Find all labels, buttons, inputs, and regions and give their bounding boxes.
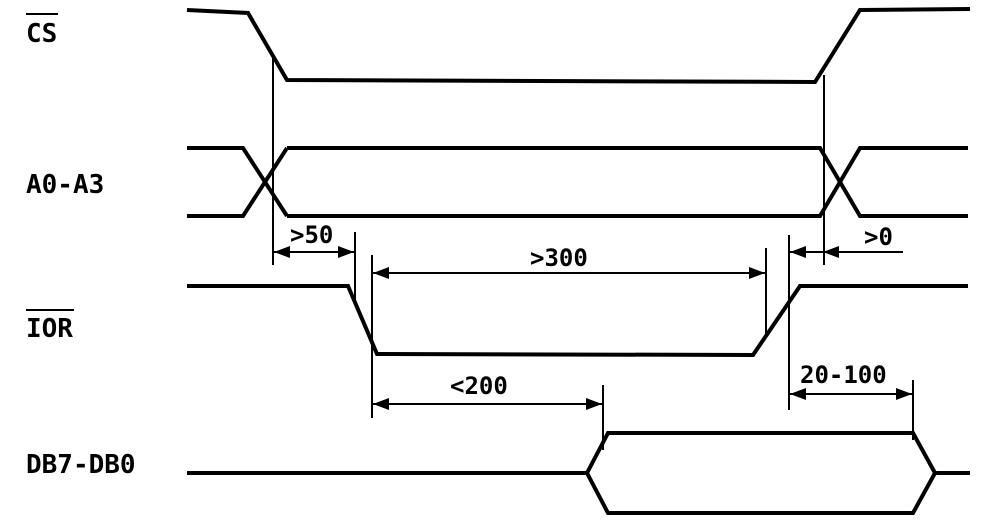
label-cs: CS [26, 13, 58, 49]
timing-addr-hold: >0 [789, 223, 903, 258]
arrow-left [373, 398, 389, 410]
addr-waveform-bottom [287, 146, 968, 218]
arrow-right [749, 267, 765, 279]
timing-float: 20-100 [789, 361, 913, 400]
timing-read-pulse: >300 [372, 244, 766, 279]
arrow-left [790, 388, 806, 400]
arrow-right [823, 246, 839, 258]
arrow-left [274, 246, 290, 258]
timing-addr-setup-label: >50 [290, 221, 333, 249]
timing-access: <200 [372, 372, 603, 410]
timing-read-pulse-label: >300 [530, 244, 588, 272]
label-cs-text: CS [26, 19, 57, 49]
timing-addr-hold-label: >0 [864, 223, 893, 251]
addr-waveform-top [287, 146, 968, 218]
addr-waveform [187, 146, 968, 218]
timing-float-label: 20-100 [800, 361, 887, 389]
label-data-text: DB7-DB0 [26, 450, 136, 480]
timing-access-label: <200 [450, 372, 508, 400]
label-addr-text: A0-A3 [26, 170, 104, 200]
ior-waveform [187, 284, 968, 358]
data-waveform-bottom [585, 472, 937, 515]
label-ior: IOR [26, 309, 74, 344]
arrow-left [790, 246, 806, 258]
cs-waveform [186, 7, 971, 85]
arrow-right [896, 388, 912, 400]
timing-addr-setup: >50 [273, 221, 355, 258]
arrow-right [586, 398, 602, 410]
data-waveform-top [187, 431, 970, 475]
arrow-left [373, 267, 389, 279]
arrow-right [338, 246, 354, 258]
data-waveform [187, 431, 970, 515]
label-ior-text: IOR [26, 314, 73, 344]
